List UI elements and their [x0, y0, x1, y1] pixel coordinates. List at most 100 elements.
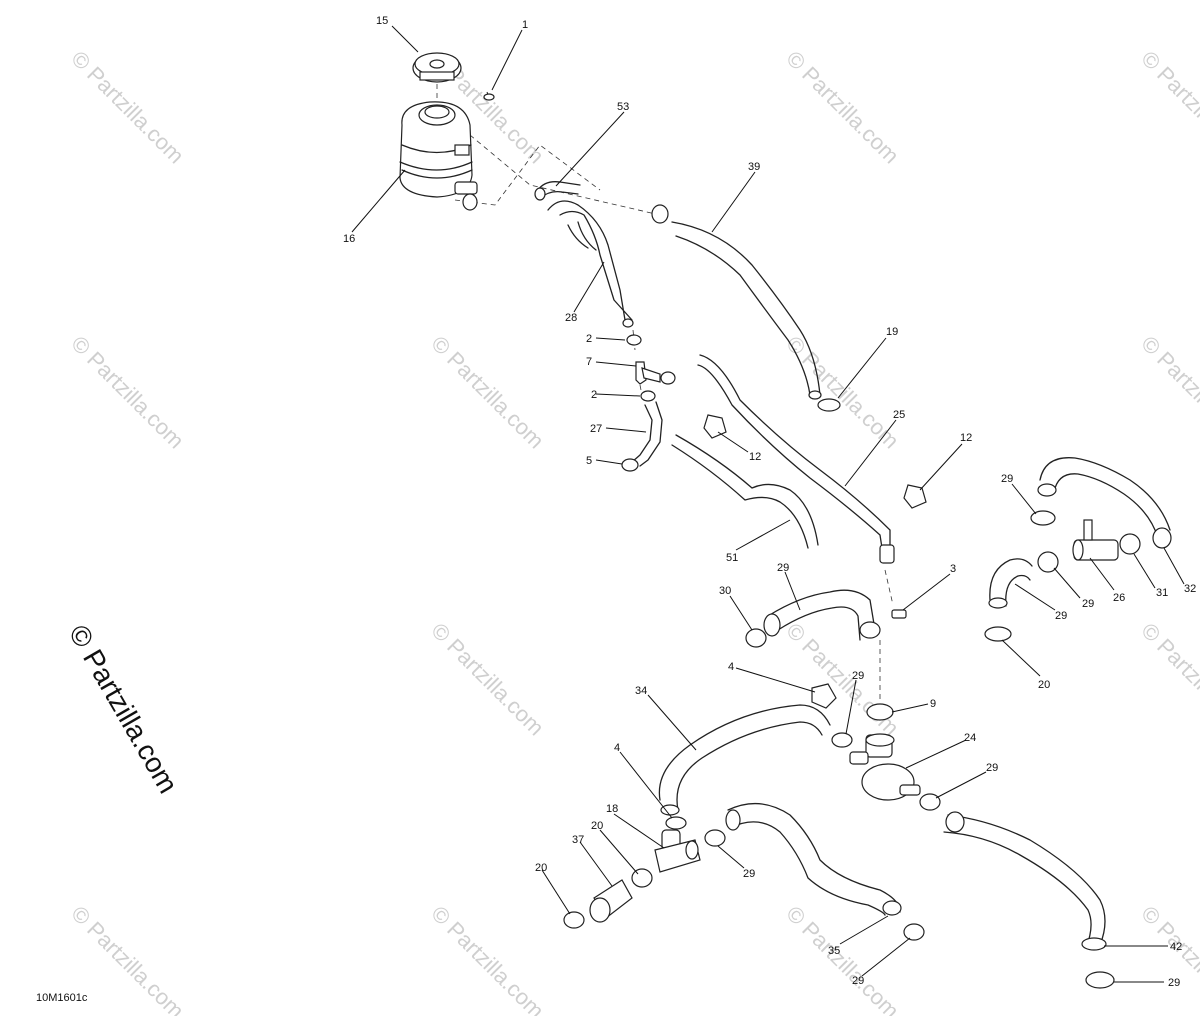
watermark-text: © Partzilla.com — [1136, 901, 1200, 1016]
clamp — [665, 816, 687, 830]
watermark-text: © Partzilla.com — [426, 331, 549, 454]
watermark-text: © Partzilla.com — [781, 901, 904, 1016]
elbow-hose — [988, 558, 1033, 609]
hose — [671, 434, 819, 549]
callout-7: 7 — [586, 356, 592, 368]
callout-12: 12 — [749, 451, 761, 463]
callout-29: 29 — [1082, 598, 1094, 610]
callout-30: 29 — [777, 562, 789, 574]
watermark-text: © Partzilla.com — [1136, 331, 1200, 454]
screw — [483, 91, 495, 101]
callout-25: 25 — [893, 409, 905, 421]
part-drawings — [399, 52, 1172, 989]
fitting — [891, 609, 907, 619]
connector — [589, 879, 633, 923]
callout-2: 2 — [586, 333, 592, 345]
hose — [658, 704, 831, 816]
callout-20: 30 — [719, 585, 731, 597]
diagram-code: 10M1601c — [36, 992, 88, 1004]
callout-15: 15 — [376, 15, 388, 27]
gasket — [703, 414, 727, 439]
clamp — [563, 911, 585, 929]
callout-9: 4 — [728, 661, 734, 673]
callout-37: 37 — [572, 834, 584, 846]
callout-29: 29 — [743, 868, 755, 880]
callout-1: 1 — [522, 19, 528, 31]
clamp — [640, 390, 656, 402]
clamp — [984, 626, 1012, 642]
hose — [1037, 457, 1172, 549]
callout-29: 31 — [1156, 587, 1168, 599]
clamp — [631, 868, 653, 888]
watermarks: © Partzilla.com © Partzilla.com © Partzi… — [63, 46, 1200, 1016]
watermark-text: © Partzilla.com — [1136, 46, 1200, 169]
watermark-text: © Partzilla.com — [66, 46, 189, 169]
callout-29: 20 — [1038, 679, 1050, 691]
callout-31: 32 — [1184, 583, 1196, 595]
callout-20: 20 — [591, 820, 603, 832]
callout-12: 12 — [960, 432, 972, 444]
callout-labels: 15 1 16 53 39 28 2 7 2 27 5 19 25 12 12 … — [343, 15, 1196, 989]
tee-fitting — [635, 361, 676, 385]
watermark-text: © Partzilla.com — [426, 901, 549, 1016]
leader-lines — [351, 25, 1185, 983]
callout-32: 29 — [1055, 610, 1067, 622]
callout-29: 29 — [852, 975, 864, 987]
clamp — [919, 793, 941, 811]
clamp — [651, 204, 669, 224]
assembly-line — [469, 134, 661, 216]
hose — [631, 401, 663, 467]
gasket — [811, 683, 837, 709]
clamp — [817, 398, 841, 412]
callout-34: 34 — [635, 685, 647, 697]
callout-42: 42 — [1170, 941, 1182, 953]
callout-3: 3 — [950, 563, 956, 575]
clamp — [831, 732, 853, 748]
hose — [943, 811, 1107, 951]
tee-connector — [654, 829, 701, 873]
callout-18: 18 — [606, 803, 618, 815]
gasket — [903, 484, 927, 509]
hose — [763, 589, 881, 641]
clamp — [626, 334, 642, 346]
callout-2: 2 — [591, 389, 597, 401]
clamp — [621, 458, 639, 472]
callout-4: 4 — [614, 742, 620, 754]
callout-29: 29 — [986, 762, 998, 774]
watermark-text: © Partzilla.com — [66, 331, 189, 454]
clamp — [1030, 510, 1056, 526]
clamp — [1037, 551, 1059, 573]
clamp — [1119, 533, 1141, 555]
clamp — [866, 703, 894, 721]
fitting — [1072, 519, 1119, 561]
watermark-text: © Partzilla.com — [1136, 618, 1200, 741]
callout-5: 5 — [586, 455, 592, 467]
callout-29: 29 — [1001, 473, 1013, 485]
callout-53: 53 — [617, 101, 629, 113]
callout-28: 28 — [565, 312, 577, 324]
coolant-reservoir — [399, 101, 478, 211]
clamp — [704, 829, 726, 847]
watermark-text: © Partzilla.com — [781, 46, 904, 169]
callout-19: 19 — [886, 326, 898, 338]
callout-27: 27 — [590, 423, 602, 435]
callout-29: 29 — [1168, 977, 1180, 989]
callout-51: 51 — [726, 552, 738, 564]
clamp — [1085, 971, 1115, 989]
hose — [547, 200, 634, 328]
callout-16: 16 — [343, 233, 355, 245]
watermark-text: © Partzilla.com — [426, 618, 549, 741]
thermostat-housing — [849, 733, 921, 801]
hose — [725, 802, 902, 916]
callout-29: 9 — [930, 698, 936, 710]
long-hose — [697, 354, 895, 564]
callout-20: 20 — [535, 862, 547, 874]
callout-39: 39 — [748, 161, 760, 173]
radiator-cap — [412, 52, 462, 83]
clamp — [903, 923, 925, 941]
watermark-main: © Partzilla.com — [63, 620, 184, 799]
callout-24: 24 — [964, 732, 976, 744]
callout-4: 29 — [852, 670, 864, 682]
hose — [671, 221, 822, 400]
callout-26: 26 — [1113, 592, 1125, 604]
